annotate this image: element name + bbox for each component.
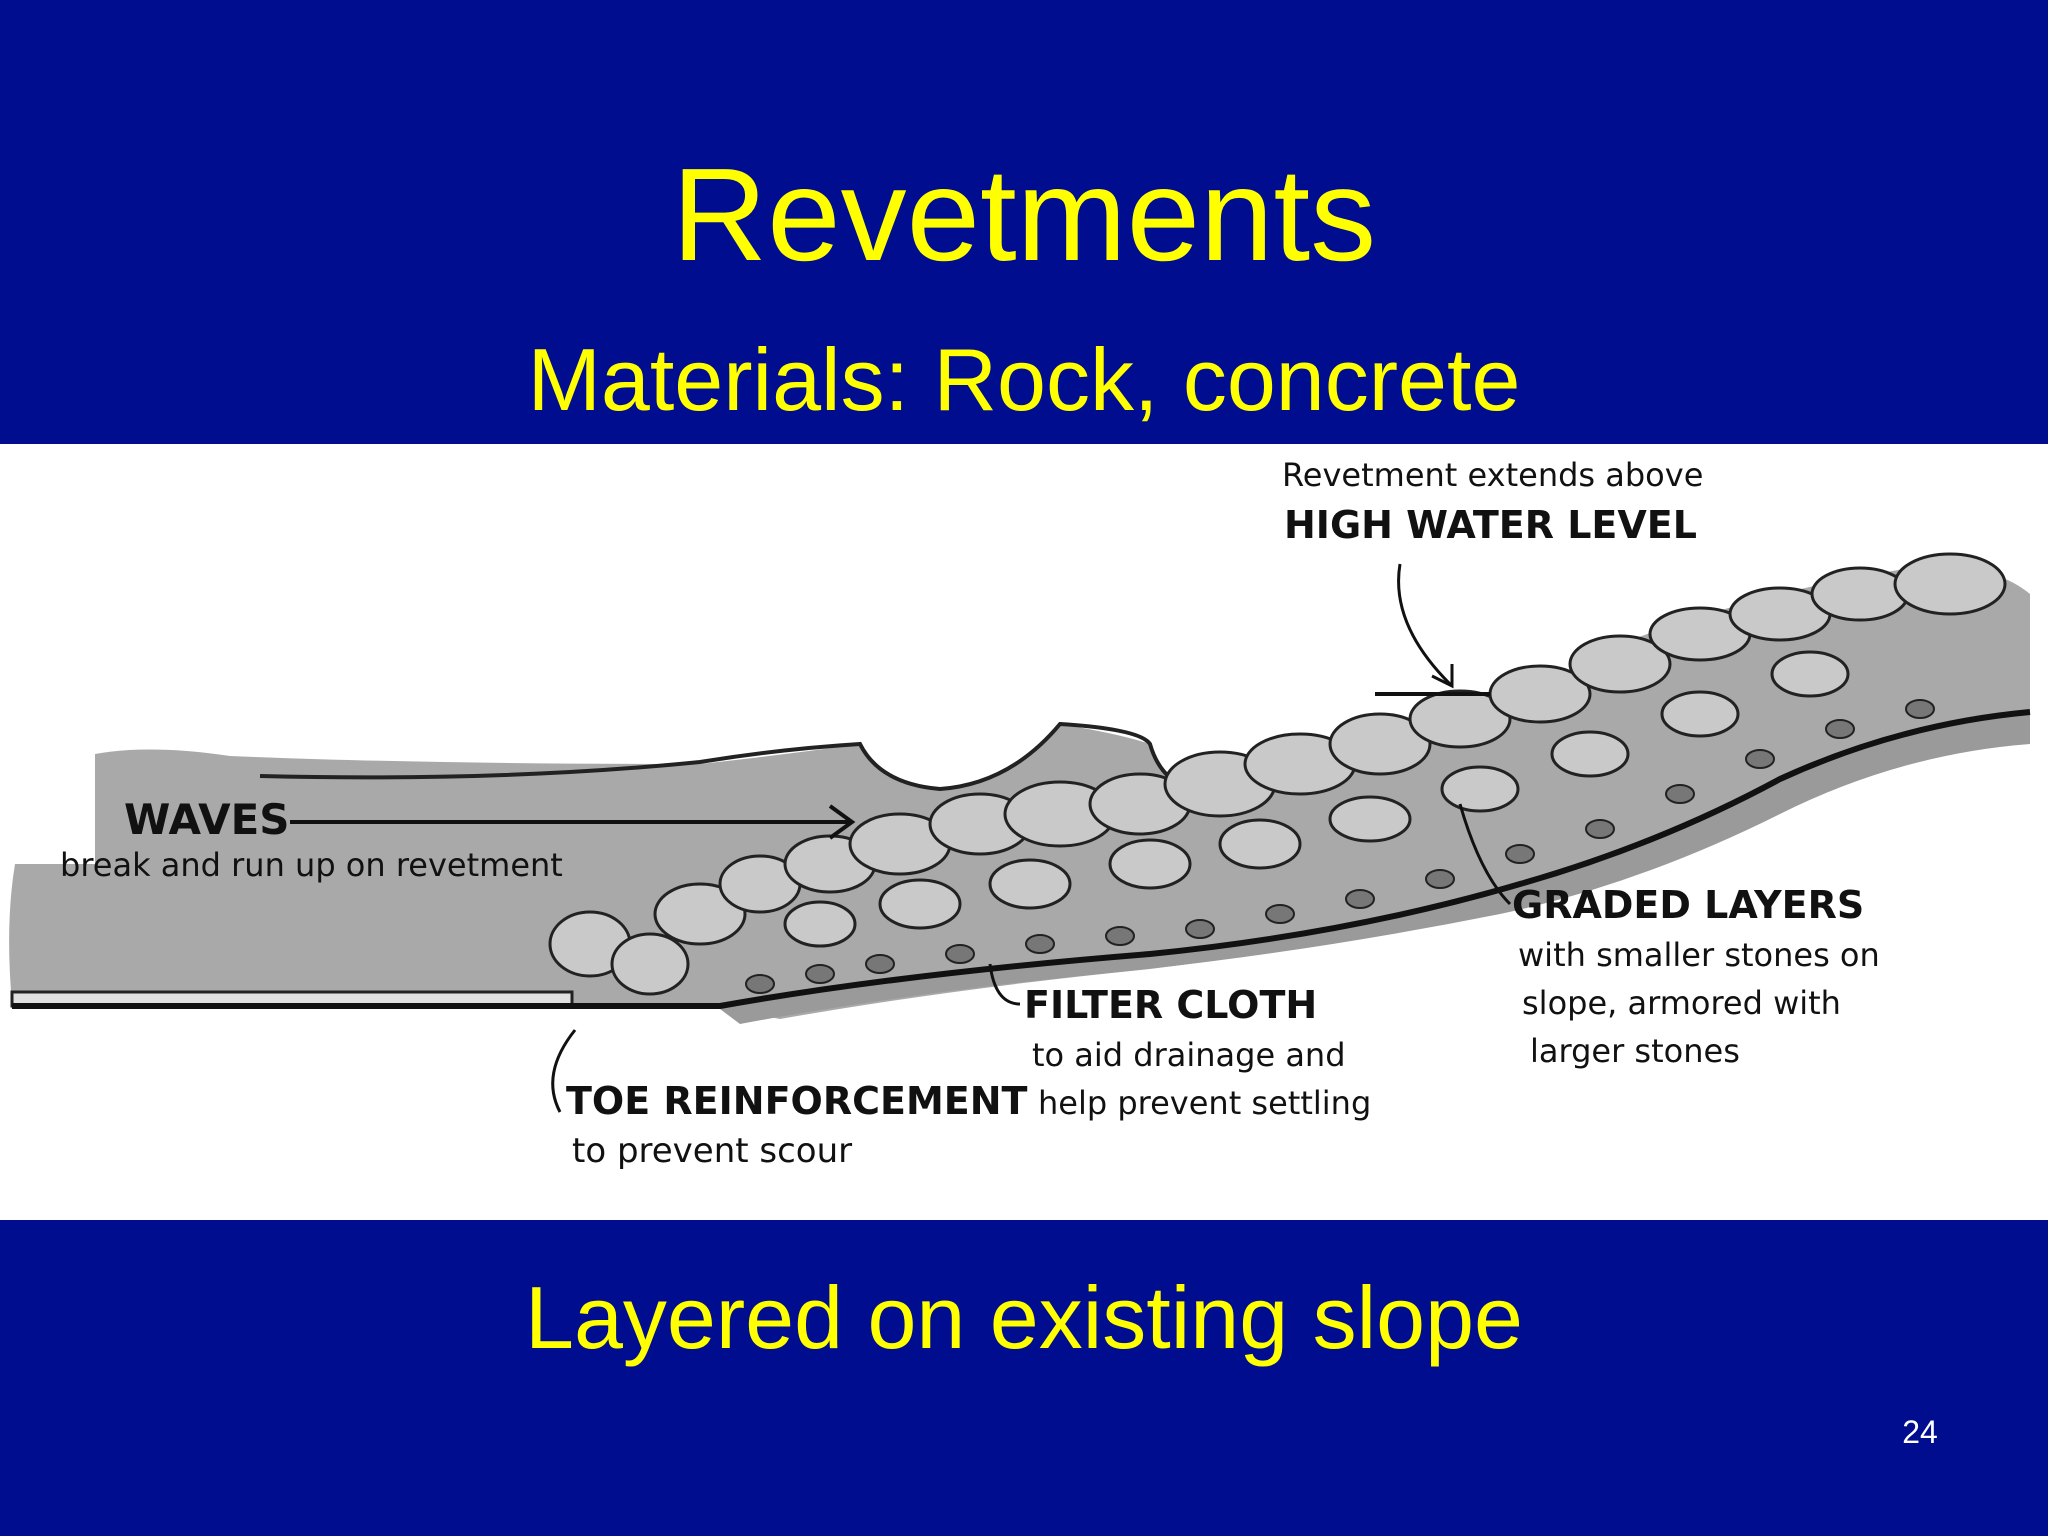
graded-layers-heading: GRADED LAYERS <box>1512 883 1864 927</box>
high-water-line2: HIGH WATER LEVEL <box>1284 503 1697 547</box>
waves-text: break and run up on revetment <box>60 846 563 884</box>
graded-layers-line3: larger stones <box>1530 1032 1740 1070</box>
revetment-illustration: WAVES break and run up on revetment Reve… <box>9 456 2031 1171</box>
slide-title: Revetments <box>671 141 1377 288</box>
filter-cloth-line <box>12 709 2031 1009</box>
filter-cloth-line2: help prevent settling <box>1038 1084 1371 1122</box>
small-stones <box>745 699 1935 994</box>
filter-cloth-line1: to aid drainage and <box>1032 1036 1346 1074</box>
slide-caption: Layered on existing slope <box>525 1268 1523 1367</box>
page-number: 24 <box>1902 1414 1938 1450</box>
revetment-diagram: WAVES break and run up on revetment Reve… <box>0 444 2048 1220</box>
rock-layer <box>548 552 2007 996</box>
toe-reinforcement-line1: to prevent scour <box>572 1131 852 1171</box>
wave-crest <box>259 721 1191 792</box>
graded-layers-line1: with smaller stones on <box>1518 936 1880 974</box>
filter-cloth-heading: FILTER CLOTH <box>1024 983 1317 1027</box>
toe-reinforcement-heading: TOE REINFORCEMENT <box>566 1079 1028 1123</box>
filter-leader <box>988 963 1021 1006</box>
graded-leader <box>1458 803 1512 906</box>
high-water-arrow <box>1397 563 1452 686</box>
ground-slope <box>720 714 2030 1024</box>
waves-arrowhead <box>828 804 856 840</box>
high-water-line1: Revetment extends above <box>1282 456 1703 494</box>
graded-layers-line2: slope, armored with <box>1522 984 1841 1022</box>
toe-leader <box>551 1029 577 1113</box>
waves-label: WAVES <box>124 795 290 844</box>
slide-subtitle: Materials: Rock, concrete <box>527 330 1521 429</box>
high-water-arrowhead <box>1431 664 1454 689</box>
